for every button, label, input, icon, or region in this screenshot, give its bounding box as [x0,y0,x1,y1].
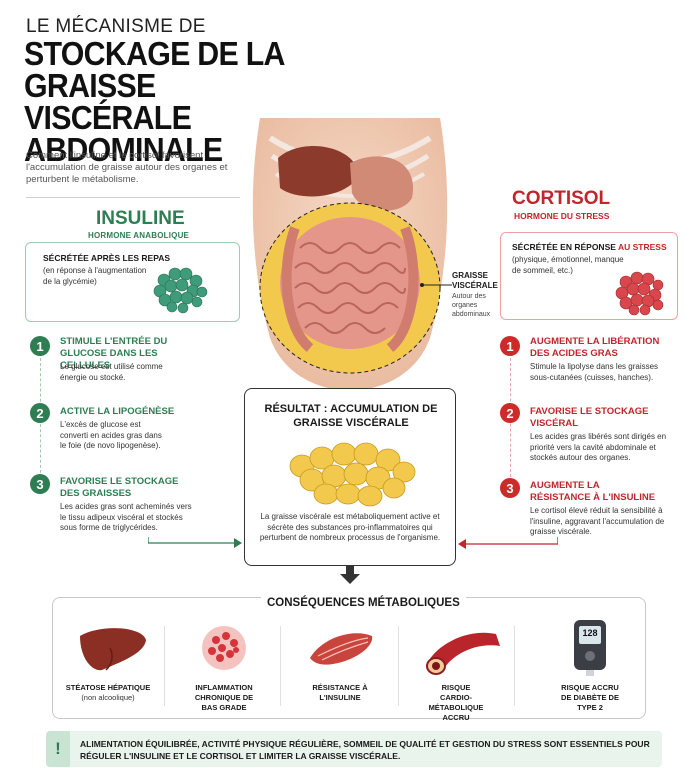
inflammation-icon [202,626,246,670]
insulin-step-2-badge: 2 [30,403,50,423]
cortisol-molecule-icon [615,271,664,316]
divider [164,626,165,706]
glucometer-reading: 128 [582,628,598,638]
consequence-inflammation-label: INFLAMMATION CHRONIQUE DE BAS GRADE [194,683,254,712]
fat-cells-icon [289,442,416,507]
insulin-trigger-box [25,242,240,322]
consequence-cardio: RISQUE CARDIO-MÉTABOLIQUE ACCRU [398,618,514,723]
glucometer-icon [574,620,606,676]
insulin-molecule-icon [153,267,208,314]
alert-icon: ! [46,731,70,767]
divider [398,626,399,706]
cortisol-trigger-heading: SÉCRÉTÉE EN RÉPONSE AU STRESS [512,242,667,252]
cortisol-step-2-heading: FAVORISE LE STOCKAGE VISCÉRAL [530,406,649,429]
cortisol-step-3-heading: AUGMENTE LA RÉSISTANCE À L'INSULINE [530,480,656,503]
cortisol-step-3-text: Le cortisol élevé réduit la sensibilité … [530,506,665,536]
insulin-step-1-badge: 1 [30,336,50,356]
cortisol-step-1-heading: AUGMENTE LA LIBÉRATION DES ACIDES GRAS [530,336,660,359]
cortisol-trigger-heading-b: AU STRESS [617,242,667,252]
consequence-insulin-resistance: RÉSISTANCE À L'INSULINE [282,618,398,703]
consequence-liver-sub: (non alcoolique) [81,693,135,702]
insulin-trigger-heading: SÉCRÉTÉE APRÈS LES REPAS [43,253,171,263]
liver-icon [80,628,146,671]
cortisol-arrow [458,537,558,549]
consequence-liver: STÉATOSE HÉPATIQUE (non alcoolique) [50,618,166,703]
cortisol-step-3-badge: 3 [500,478,520,498]
insulin-trigger-text: (en réponse à l'augmentation de la glycé… [43,266,147,286]
consequences-title: CONSÉQUENCES MÉTABOLIQUES [261,597,466,609]
abdomen-illustration [252,118,448,391]
visceral-fat-sublabel: Autour des organes abdominaux [452,293,491,318]
kicker: LE MÉCANISME DE [26,16,206,37]
insulin-step-2-text: L'excès de glucose est converti en acide… [60,420,162,450]
divider [280,626,281,706]
visceral-fat-label: GRAISSE VISCÉRALE [452,271,498,290]
artery-icon [426,632,500,675]
insulin-title: INSULINE [96,208,185,229]
divider [514,626,515,706]
cortisol-trigger-heading-a: SÉCRÉTÉE EN RÉPONSE [512,242,618,252]
consequence-diabetes-label: RISQUE ACCRU DE DIABÈTE DE TYPE 2 [561,683,619,712]
result-text: La graisse viscérale est métaboliquement… [259,512,441,542]
footer-text: ALIMENTATION ÉQUILIBRÉE, ACTIVITÉ PHYSIQ… [80,739,650,761]
cortisol-step-2-badge: 2 [500,403,520,423]
subtitle: Comment l'insuline et le cortisol favori… [26,150,228,185]
consequence-diabetes: 128 RISQUE ACCRU DE DIABÈTE DE TYPE 2 [532,618,648,713]
pointer-line [420,283,452,287]
cortisol-title: CORTISOL [512,188,611,209]
page-title: STOCKAGE DE LA GRAISSE VISCÉRALE ABDOMIN… [24,35,284,168]
insulin-arrow [148,537,242,548]
divider [26,197,240,198]
consequence-inflammation: INFLAMMATION CHRONIQUE DE BAS GRADE [166,618,282,713]
insulin-step-1-heading: STIMULE L'ENTRÉE DU GLUCOSE DANS LES CEL… [60,336,168,371]
insulin-subtitle: HORMONE ANABOLIQUE [88,231,190,240]
result-title: RÉSULTAT : ACCUMULATION DE GRAISSE VISCÉ… [264,403,438,429]
down-arrow-icon [340,566,360,584]
cortisol-step-2-text: Les acides gras libérés sont dirigés en … [530,432,667,462]
insulin-step-1-text: Le glucose est utilisé comme énergie ou … [60,362,163,382]
insulin-step-2-heading: ACTIVE LA LIPOGÉNÈSE [60,406,175,417]
insulin-step-3-heading: FAVORISE LE STOCKAGE DES GRAISSES [60,476,179,499]
insulin-step-3-badge: 3 [30,474,50,494]
cortisol-subtitle: HORMONE DU STRESS [514,211,610,221]
footer-banner [46,731,662,767]
consequence-insulin-resistance-label: RÉSISTANCE À L'INSULINE [312,683,368,702]
cortisol-step-1-text: Stimule la lipolyse dans les graisses so… [530,362,659,382]
insulin-step-3-text: Les acides gras sont acheminés vers le t… [60,502,192,532]
cortisol-trigger-text: (physique, émotionnel, manque de sommeil… [512,255,624,275]
consequence-liver-label: STÉATOSE HÉPATIQUE [65,683,151,692]
muscle-icon [310,633,373,665]
cortisol-step-1-badge: 1 [500,336,520,356]
consequence-cardio-label: RISQUE CARDIO-MÉTABOLIQUE ACCRU [428,683,484,722]
